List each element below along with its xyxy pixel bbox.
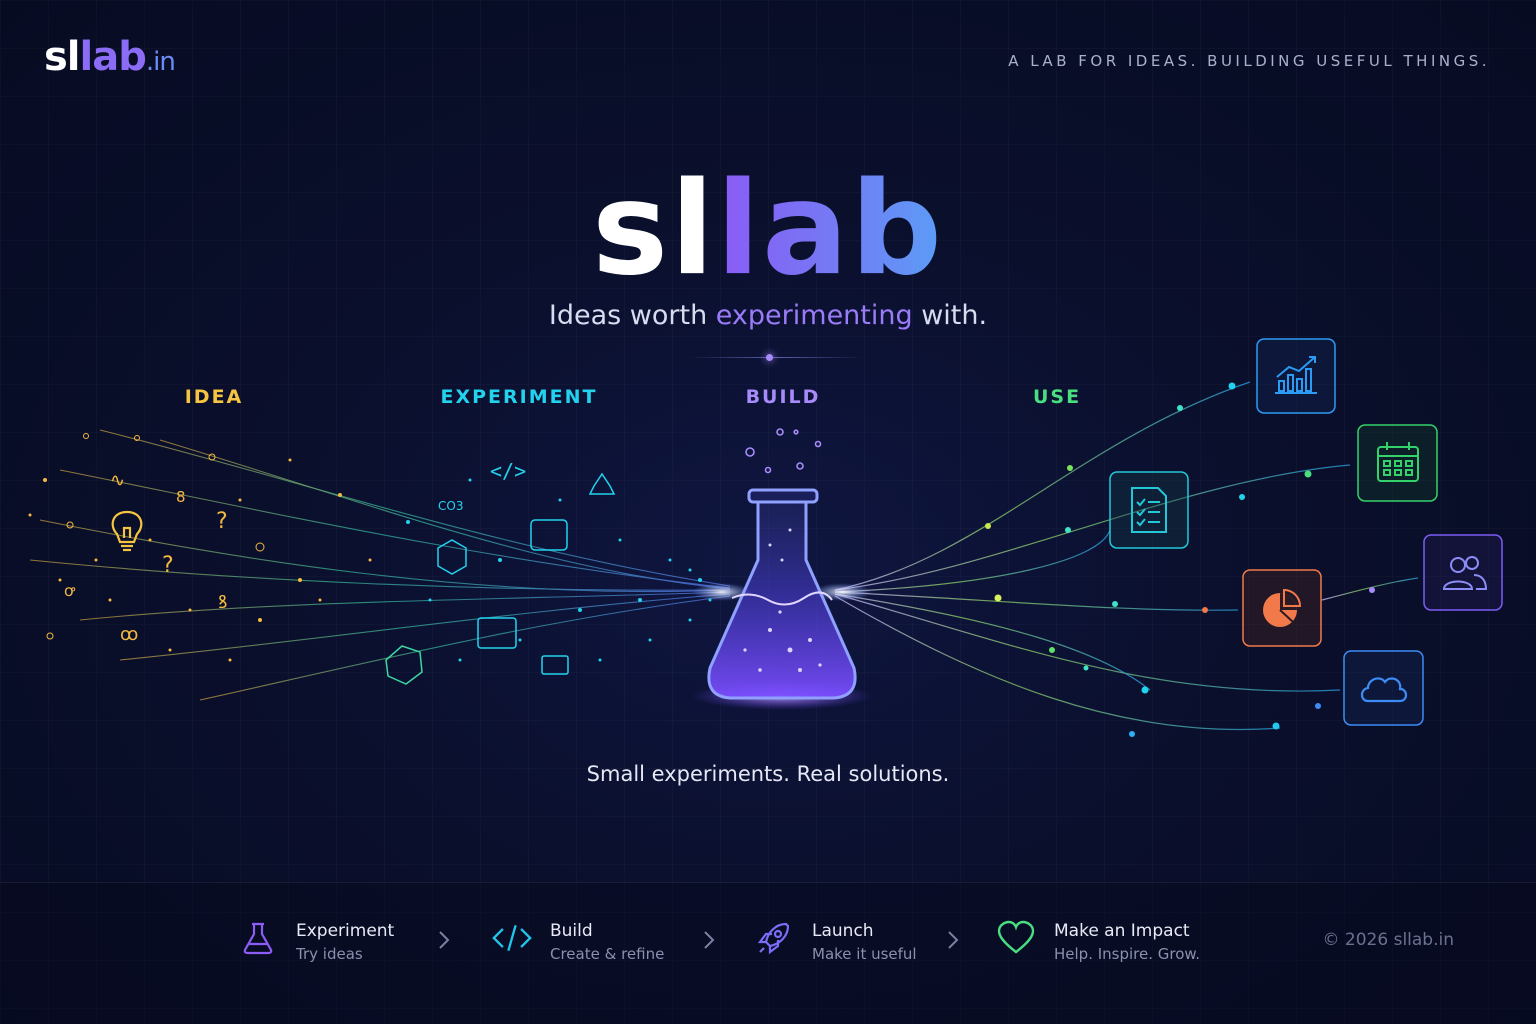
svg-text:8: 8 xyxy=(176,488,186,506)
subtitle-after: with. xyxy=(912,300,988,331)
chevron-right-icon xyxy=(948,931,959,949)
tile-checklist xyxy=(1109,471,1189,549)
experiment-glyphs: </> CO3 xyxy=(385,459,616,685)
flask-icon xyxy=(238,918,278,958)
pie-chart-icon xyxy=(1263,588,1302,627)
chevron-right-icon xyxy=(704,931,715,949)
step-desc: Make it useful xyxy=(812,945,917,963)
step-title: Experiment xyxy=(296,921,395,941)
tile-calendar xyxy=(1357,424,1438,502)
flask-icon xyxy=(692,428,872,710)
lightbulb-icon xyxy=(111,510,143,552)
network-icon xyxy=(385,645,423,685)
footer-step-experiment[interactable]: Experiment Try ideas xyxy=(238,918,394,964)
stage-label-idea: IDEA xyxy=(184,386,244,408)
idea-glyphs: ? ? 8 ꝸ ꝏ ꝍ ∿ xyxy=(64,470,228,645)
footer-step-launch[interactable]: Launch Make it useful xyxy=(754,918,917,964)
tile-chart xyxy=(1256,338,1336,414)
step-title: Make an Impact xyxy=(1054,921,1190,941)
step-desc: Help. Inspire. Grow. xyxy=(1054,945,1201,963)
code-tag-icon: </> xyxy=(490,459,526,483)
question-mark-icon: ? xyxy=(216,509,228,534)
tile-pie-chart xyxy=(1242,569,1322,647)
svg-text:ꝏ: ꝏ xyxy=(120,624,138,645)
hero-subtitle: Ideas worth experimenting with. xyxy=(0,300,1536,331)
chart-icon xyxy=(1275,356,1317,394)
hero-divider xyxy=(688,357,864,358)
chevron-right-icon xyxy=(439,931,450,949)
footer-step-impact[interactable]: Make an Impact Help. Inspire. Grow. xyxy=(996,918,1200,964)
hero-title-accent: lab xyxy=(716,155,944,304)
flow-illustration: ? ? 8 ꝸ ꝏ ꝍ ∿ </> CO3 xyxy=(28,381,1419,737)
idea-streams xyxy=(29,429,731,701)
divider-dot xyxy=(766,354,773,361)
use-tiles xyxy=(1109,338,1503,726)
footer-step-build[interactable]: Build Create & refine xyxy=(492,918,664,964)
stage-label-use: USE xyxy=(1032,386,1082,408)
step-desc: Create & refine xyxy=(550,945,665,963)
users-icon xyxy=(1442,556,1488,590)
rocket-icon xyxy=(754,918,794,958)
question-mark-icon: ? xyxy=(162,553,174,578)
header-tagline: A LAB FOR IDEAS. BUILDING USEFUL THINGS. xyxy=(1008,52,1490,70)
stream-dots xyxy=(985,382,1375,737)
cloud-icon xyxy=(1360,677,1408,703)
svg-text:ꝍ: ꝍ xyxy=(64,581,76,600)
logo-part-domain: .in xyxy=(145,47,176,77)
hero-tagline: Small experiments. Real solutions. xyxy=(586,762,950,786)
idea-particles xyxy=(28,433,372,662)
tile-users xyxy=(1423,534,1503,611)
component-icon xyxy=(530,519,568,551)
flask-small-icon xyxy=(588,472,616,495)
experiment-particles xyxy=(406,478,712,662)
calendar-icon xyxy=(1377,442,1419,482)
step-desc: Try ideas xyxy=(296,945,363,963)
tile-cloud xyxy=(1343,650,1424,726)
svg-text:∿: ∿ xyxy=(110,470,125,491)
component-icon xyxy=(541,655,569,675)
subtitle-highlight: experimenting xyxy=(715,300,913,331)
heart-icon xyxy=(996,918,1036,958)
site-logo[interactable]: sllab.in xyxy=(44,34,176,80)
stage-label-experiment: EXPERIMENT xyxy=(440,386,598,408)
flask-glow-right xyxy=(812,583,872,601)
logo-part-lab: lab xyxy=(79,34,147,80)
copyright-text: © 2026 sllab.in xyxy=(1322,930,1454,950)
subtitle-before: Ideas worth xyxy=(548,300,716,331)
checklist-icon xyxy=(1131,487,1167,533)
svg-text:CO3: CO3 xyxy=(438,499,463,513)
step-title: Launch xyxy=(812,921,874,941)
hexagon-icon xyxy=(437,539,467,575)
use-streams xyxy=(834,381,1419,731)
code-icon xyxy=(492,918,532,958)
stage-label-build: BUILD xyxy=(745,386,821,408)
hero-title: sllab xyxy=(0,159,1536,301)
component-icon xyxy=(477,617,517,649)
step-title: Build xyxy=(550,921,593,941)
svg-text:ꝸ: ꝸ xyxy=(218,592,227,613)
hero-title-white: sl xyxy=(592,155,717,304)
logo-part-sl: sl xyxy=(44,34,81,80)
